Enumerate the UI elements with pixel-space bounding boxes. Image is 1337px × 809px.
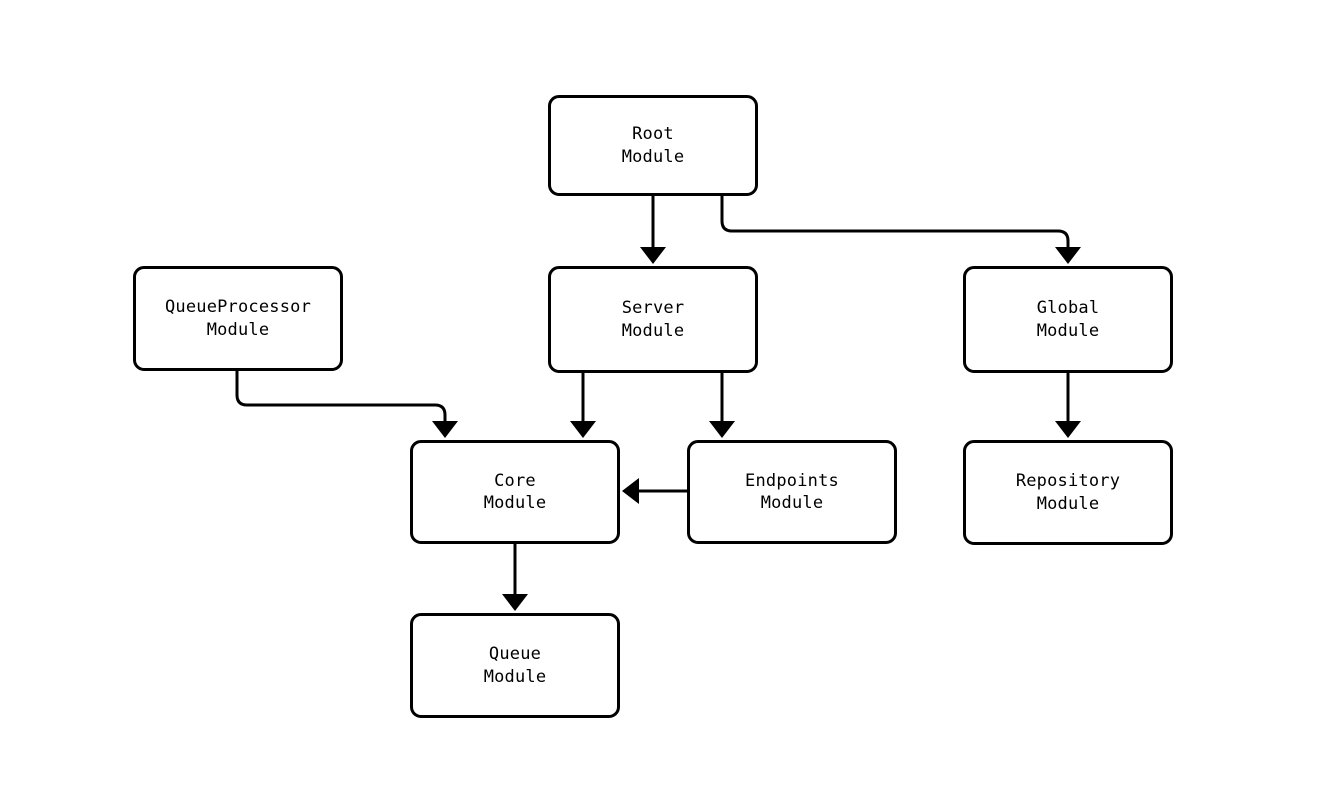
server-module-label-line2: Module xyxy=(621,320,685,341)
core-module-label-line1: Core xyxy=(494,470,536,491)
endpoints-module-label-line2: Module xyxy=(760,493,824,513)
global-module-label-line1: Global xyxy=(1036,298,1100,319)
server-module-label-line1: Server xyxy=(621,298,685,319)
core-module-label-line2: Module xyxy=(483,493,547,513)
root-module-label-line1: Root xyxy=(632,124,674,145)
queueprocessor-module-label-line1: QueueProcessor xyxy=(164,297,312,318)
global-module-label-line2: Module xyxy=(1036,320,1100,341)
endpoints-module-label-line1: Endpoints xyxy=(745,470,839,491)
repository-module-label-line2: Module xyxy=(1036,493,1100,514)
queue-module-label-line1: Queue xyxy=(488,644,542,665)
queue-module-label-line2: Module xyxy=(483,666,547,687)
repository-module-label-line1: Repository xyxy=(1015,471,1121,492)
queueprocessor-module-label-line2: Module xyxy=(206,319,270,340)
root-module-label-line2: Module xyxy=(621,146,685,167)
